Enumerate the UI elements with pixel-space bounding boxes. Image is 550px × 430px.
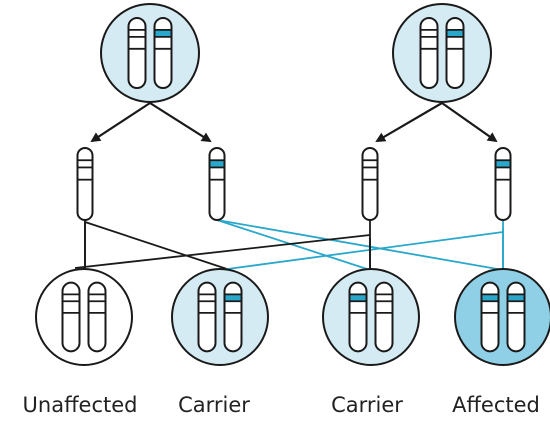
mutant-allele-band bbox=[350, 294, 366, 302]
cell-membrane bbox=[100, 3, 200, 103]
cell-membrane bbox=[322, 268, 420, 366]
gametes bbox=[76, 147, 512, 221]
chromosome-left bbox=[419, 16, 439, 90]
chromosome-left bbox=[61, 281, 81, 353]
offspring-cell-3 bbox=[322, 268, 420, 366]
cross-line-7 bbox=[219, 231, 504, 271]
mutant-allele-band bbox=[447, 29, 463, 37]
cross-line-5 bbox=[74, 234, 371, 269]
offspring-label-carrier-1: Carrier bbox=[178, 393, 250, 417]
gamete-4 bbox=[494, 147, 512, 221]
offspring-label-unaffected: Unaffected bbox=[22, 393, 138, 417]
meiosis-arrow-3 bbox=[375, 102, 443, 143]
parent-left bbox=[100, 3, 200, 103]
offspring-cell-2 bbox=[171, 268, 269, 366]
chromosome-left bbox=[127, 16, 147, 90]
chromosome-left bbox=[348, 281, 368, 353]
chromosome-right bbox=[506, 281, 526, 353]
cross-line-2 bbox=[84, 221, 231, 271]
chromosome-right bbox=[87, 281, 107, 353]
chromosome-right bbox=[445, 16, 465, 90]
mutant-allele-band bbox=[508, 294, 524, 302]
mutant-allele-band bbox=[155, 29, 171, 37]
chromosome-right bbox=[153, 16, 173, 90]
meiosis-arrows bbox=[90, 102, 498, 143]
gamete-3 bbox=[361, 147, 379, 221]
cross-line-3 bbox=[216, 219, 371, 271]
offspring-label-affected: Affected bbox=[452, 393, 540, 417]
gamete-2 bbox=[208, 147, 226, 221]
offspring-cell-4 bbox=[454, 268, 550, 366]
offspring-cell-1 bbox=[35, 268, 133, 366]
chromosome-right bbox=[223, 281, 243, 353]
offspring-label-carrier-2: Carrier bbox=[331, 393, 403, 417]
chromosome-left bbox=[480, 281, 500, 353]
cross-lines bbox=[74, 219, 504, 271]
mutant-allele-band bbox=[496, 160, 510, 168]
meiosis-arrow-4 bbox=[441, 102, 498, 143]
parent-right bbox=[392, 3, 492, 103]
cell-membrane bbox=[35, 268, 133, 366]
cross-line-4 bbox=[216, 219, 504, 271]
meiosis-arrow-1 bbox=[90, 102, 151, 143]
chromosome-right bbox=[374, 281, 394, 353]
mutant-allele-band bbox=[482, 294, 498, 302]
chromosome-left bbox=[197, 281, 217, 353]
cell-membrane bbox=[392, 3, 492, 103]
mutant-allele-band bbox=[210, 160, 224, 168]
mutant-allele-band bbox=[225, 294, 241, 302]
cells bbox=[35, 3, 550, 366]
cell-membrane bbox=[454, 268, 550, 366]
cell-membrane bbox=[171, 268, 269, 366]
gamete-1 bbox=[76, 147, 94, 221]
meiosis-arrow-2 bbox=[149, 102, 212, 143]
